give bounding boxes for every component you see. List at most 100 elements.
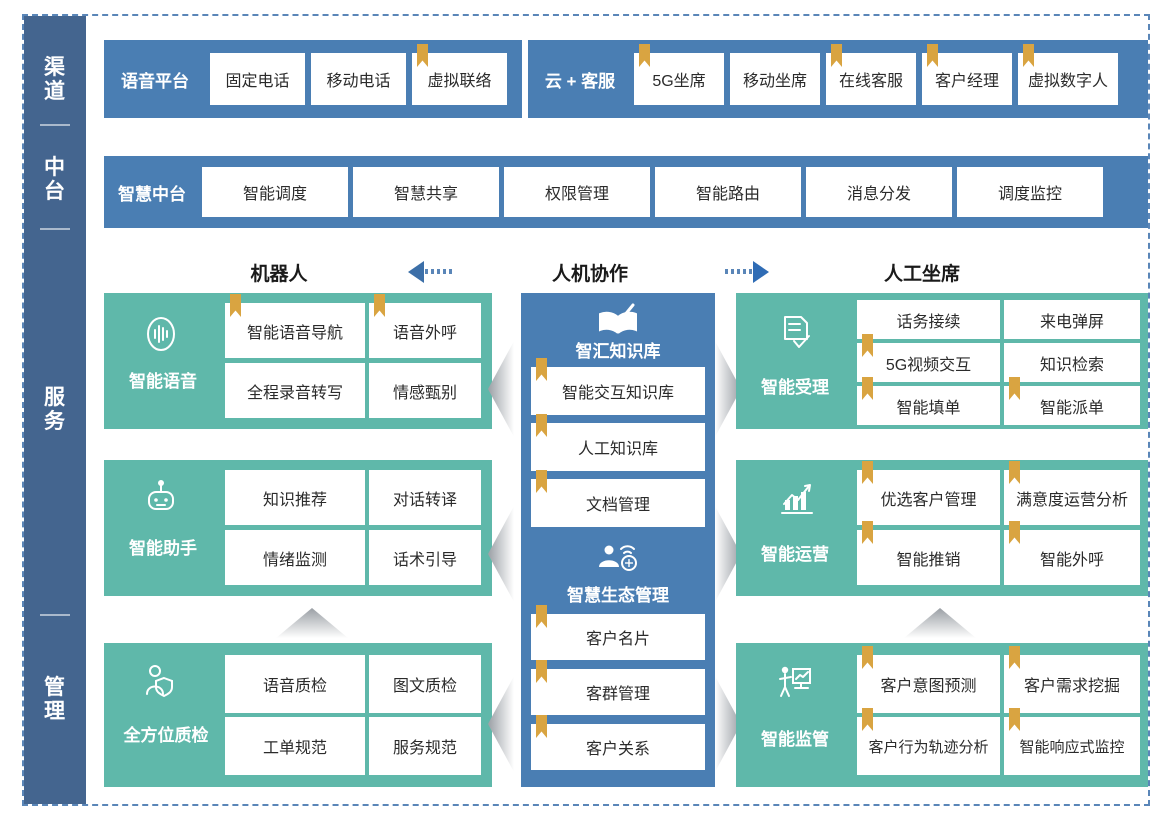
flow-chevron-left-3 xyxy=(488,676,514,772)
rail-divider xyxy=(40,614,70,616)
rail-item-middle-platform: 中 台 xyxy=(24,156,86,204)
service-tile[interactable]: 智能填单 xyxy=(857,377,1000,425)
rail-char: 管 xyxy=(44,676,66,699)
channel-tile[interactable]: 虚拟数字人 xyxy=(1018,44,1118,105)
service-tile[interactable]: 智能派单 xyxy=(1004,377,1140,425)
channel-tile[interactable]: 在线客服 xyxy=(826,44,916,105)
platform-tile[interactable]: 智能路由 xyxy=(655,167,801,217)
group-label: 智能运营 xyxy=(761,545,829,564)
channel-tile[interactable]: 移动坐席 xyxy=(730,53,820,105)
tile-label: 消息分发 xyxy=(846,186,911,203)
service-tile[interactable]: 来电弹屏 xyxy=(1004,300,1140,339)
tile-label: 5G坐席 xyxy=(652,73,706,90)
group-quality-inspection: 全方位质检 语音质检 图文质检 工单规范 服务规范 xyxy=(104,643,492,787)
panel-title: 智慧生态管理 xyxy=(567,586,669,605)
service-tile[interactable]: 5G视频交互 xyxy=(857,334,1000,382)
service-tile[interactable]: 知识推荐 xyxy=(225,470,365,525)
tile-label: 满意度运营分析 xyxy=(1015,491,1128,509)
platform-tile[interactable]: 权限管理 xyxy=(504,167,650,217)
platform-tile[interactable]: 智慧共享 xyxy=(353,167,499,217)
bookmark-icon xyxy=(374,294,385,317)
tile-label: 5G视频交互 xyxy=(885,356,972,374)
flow-chevron-left-1 xyxy=(488,341,514,437)
tile-label: 虚拟数字人 xyxy=(1027,73,1108,90)
center-tile[interactable]: 客群管理 xyxy=(531,660,705,715)
tile-label: 智能派单 xyxy=(1039,399,1104,417)
tile-label: 对话转译 xyxy=(392,491,457,509)
platform-tile[interactable]: 调度监控 xyxy=(957,167,1103,217)
service-tile[interactable]: 话术引导 xyxy=(369,530,481,585)
platform-tile[interactable]: 消息分发 xyxy=(806,167,952,217)
book-pen-icon xyxy=(595,303,641,337)
tile-label: 知识检索 xyxy=(1039,356,1104,374)
arrow-left-dashes xyxy=(425,269,453,274)
tile-label: 来电弹屏 xyxy=(1039,313,1104,331)
platform-title: 智慧中台 xyxy=(118,184,186,204)
person-wifi-icon xyxy=(591,539,645,579)
flow-chevron-right-2 xyxy=(715,506,741,602)
flow-arrow-up-right xyxy=(904,608,976,638)
bookmark-icon xyxy=(862,646,873,669)
voice-waveform-icon xyxy=(140,313,182,355)
center-tile[interactable]: 客户关系 xyxy=(531,715,705,770)
service-tile[interactable]: 客户意图预测 xyxy=(857,646,1000,713)
bookmark-icon xyxy=(862,521,873,544)
cloud-service-title: 云 + 客服 xyxy=(544,71,616,91)
tile-label: 工单规范 xyxy=(262,740,327,757)
center-tile[interactable]: 客户名片 xyxy=(531,605,705,660)
bookmark-icon xyxy=(536,470,547,493)
tile-label: 智能语音导航 xyxy=(246,324,343,342)
service-tile[interactable]: 语音外呼 xyxy=(369,294,481,358)
tile-label: 智能调度 xyxy=(242,186,307,203)
left-rail: 渠 道 中 台 服 务 管 理 xyxy=(24,16,86,804)
service-tile[interactable]: 语音质检 xyxy=(225,655,365,713)
bookmark-icon xyxy=(417,44,428,67)
rail-char: 道 xyxy=(44,80,66,103)
service-tile[interactable]: 情绪监测 xyxy=(225,530,365,585)
service-tile[interactable]: 工单规范 xyxy=(225,717,365,775)
service-tile[interactable]: 话务接续 xyxy=(857,300,1000,339)
service-tile[interactable]: 智能语音导航 xyxy=(225,294,365,358)
service-tile[interactable]: 智能推销 xyxy=(857,521,1000,585)
channel-tile[interactable]: 移动电话 xyxy=(311,53,406,105)
flow-arrow-up-left xyxy=(276,608,348,638)
bookmark-icon xyxy=(536,715,547,738)
rail-divider xyxy=(40,228,70,230)
channel-tile[interactable]: 客户经理 xyxy=(922,44,1012,105)
bookmark-icon xyxy=(536,660,547,683)
service-tile[interactable]: 智能外呼 xyxy=(1004,521,1140,585)
bookmark-icon xyxy=(536,605,547,628)
section-header-human-agent: 人工坐席 xyxy=(883,264,960,285)
service-tile[interactable]: 图文质检 xyxy=(369,655,481,713)
document-check-icon xyxy=(774,311,816,353)
channel-tile[interactable]: 固定电话 xyxy=(210,53,305,105)
rail-char: 中 xyxy=(44,156,66,179)
tile-label: 客户行为轨迹分析 xyxy=(868,738,989,756)
service-tile[interactable]: 客户需求挖掘 xyxy=(1004,646,1140,713)
service-tile[interactable]: 全程录音转写 xyxy=(225,363,365,418)
service-tile[interactable]: 对话转译 xyxy=(369,470,481,525)
rail-divider xyxy=(40,124,70,126)
service-tile[interactable]: 情感甄别 xyxy=(369,363,481,418)
channel-tile[interactable]: 5G坐席 xyxy=(634,44,724,105)
service-tile[interactable]: 知识检索 xyxy=(1004,343,1140,382)
service-tile[interactable]: 客户行为轨迹分析 xyxy=(857,708,1000,775)
center-tile[interactable]: 文档管理 xyxy=(531,470,705,527)
channel-tile[interactable]: 虚拟联络 xyxy=(412,44,507,105)
center-tile[interactable]: 智能交互知识库 xyxy=(531,358,705,415)
group-label: 智能受理 xyxy=(761,378,829,397)
panel-title: 智汇知识库 xyxy=(575,342,661,361)
service-tile[interactable]: 优选客户管理 xyxy=(857,461,1000,525)
group-label: 智能语音 xyxy=(129,372,197,391)
platform-tile[interactable]: 智能调度 xyxy=(202,167,348,217)
bookmark-icon xyxy=(1009,377,1020,400)
group-label: 智能监管 xyxy=(761,730,829,749)
bookmark-icon xyxy=(1009,461,1020,484)
center-tile[interactable]: 人工知识库 xyxy=(531,414,705,471)
service-tile[interactable]: 满意度运营分析 xyxy=(1004,461,1140,525)
service-tile[interactable]: 服务规范 xyxy=(369,717,481,775)
tile-label: 图文质检 xyxy=(392,678,457,695)
tile-label: 移动坐席 xyxy=(742,73,807,90)
rail-item-management: 管 理 xyxy=(24,676,86,724)
service-tile[interactable]: 智能响应式监控 xyxy=(1004,708,1140,775)
